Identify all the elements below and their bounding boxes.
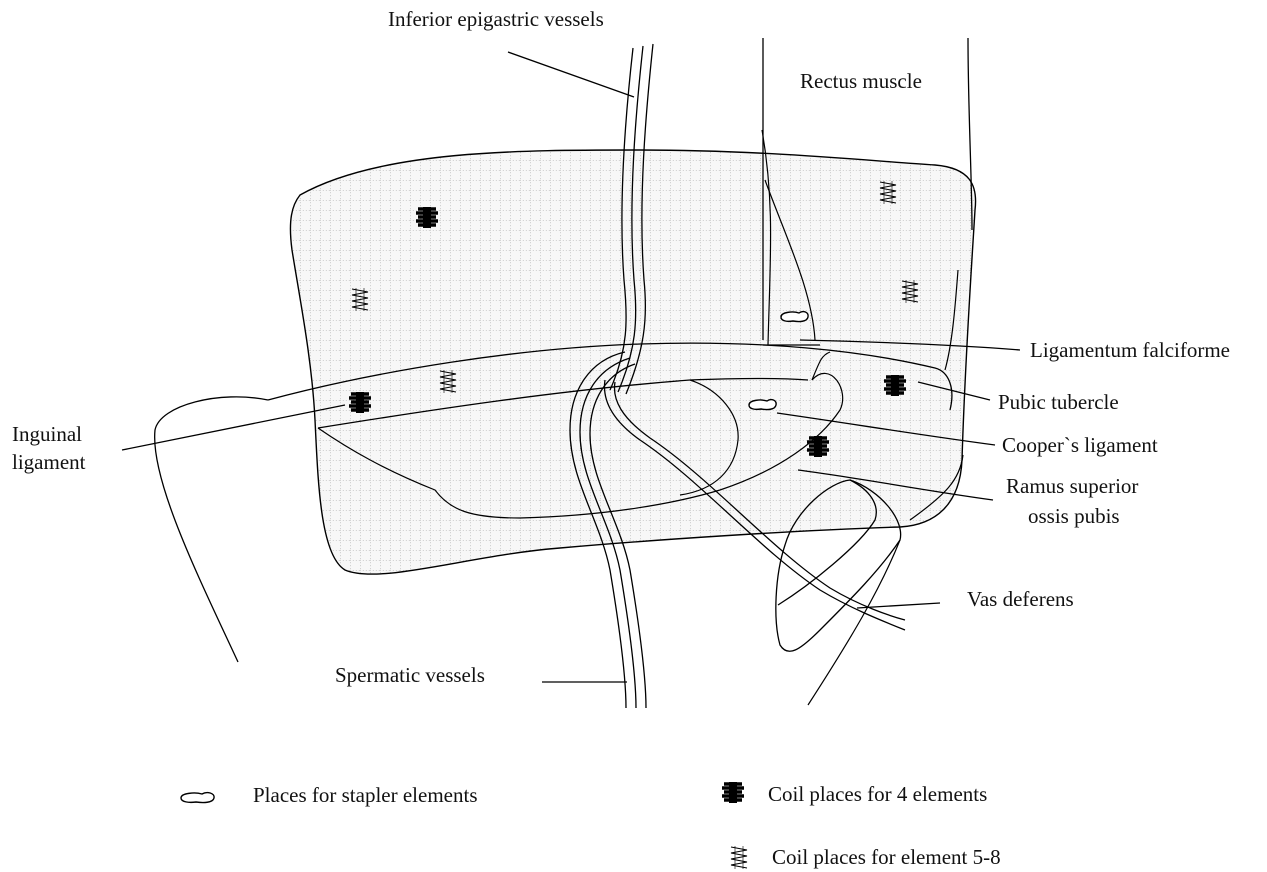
label-coopers-ligament: Cooper`s ligament xyxy=(1002,430,1158,460)
label-pubic-tubercle: Pubic tubercle xyxy=(998,387,1119,417)
coil4-mark-2 xyxy=(349,392,371,413)
label-inguinal: Inguinal xyxy=(12,419,82,449)
label-ligament: ligament xyxy=(12,447,85,477)
label-ligamentum-falciforme: Ligamentum falciforme xyxy=(1030,335,1230,365)
stapler-element-2 xyxy=(749,400,776,410)
label-rectus-muscle: Rectus muscle xyxy=(800,66,922,96)
coil4-mark-4 xyxy=(807,436,829,457)
legend-coil4-label: Coil places for 4 elements xyxy=(768,779,987,809)
legend-coil58-icon xyxy=(731,846,747,869)
legend-stapler-icon xyxy=(181,793,214,803)
label-vas-deferens: Vas deferens xyxy=(967,584,1074,614)
coil4-mark-1 xyxy=(416,207,438,228)
inguinal-loop xyxy=(155,397,268,662)
label-spermatic-vessels: Spermatic vessels xyxy=(335,660,485,690)
label-ramus-superior: Ramus superior xyxy=(1006,471,1138,501)
legend-coil58-label: Coil places for element 5-8 xyxy=(772,842,1001,872)
legend-coil4-icon xyxy=(722,782,744,803)
label-ossis-pubis: ossis pubis xyxy=(1028,501,1120,531)
coil4-mark-3 xyxy=(884,375,906,396)
legend-stapler-label: Places for stapler elements xyxy=(253,780,478,810)
mesh xyxy=(290,150,975,574)
stapler-element-1 xyxy=(781,312,808,322)
label-inferior-epigastric-vessels: Inferior epigastric vessels xyxy=(388,4,604,34)
